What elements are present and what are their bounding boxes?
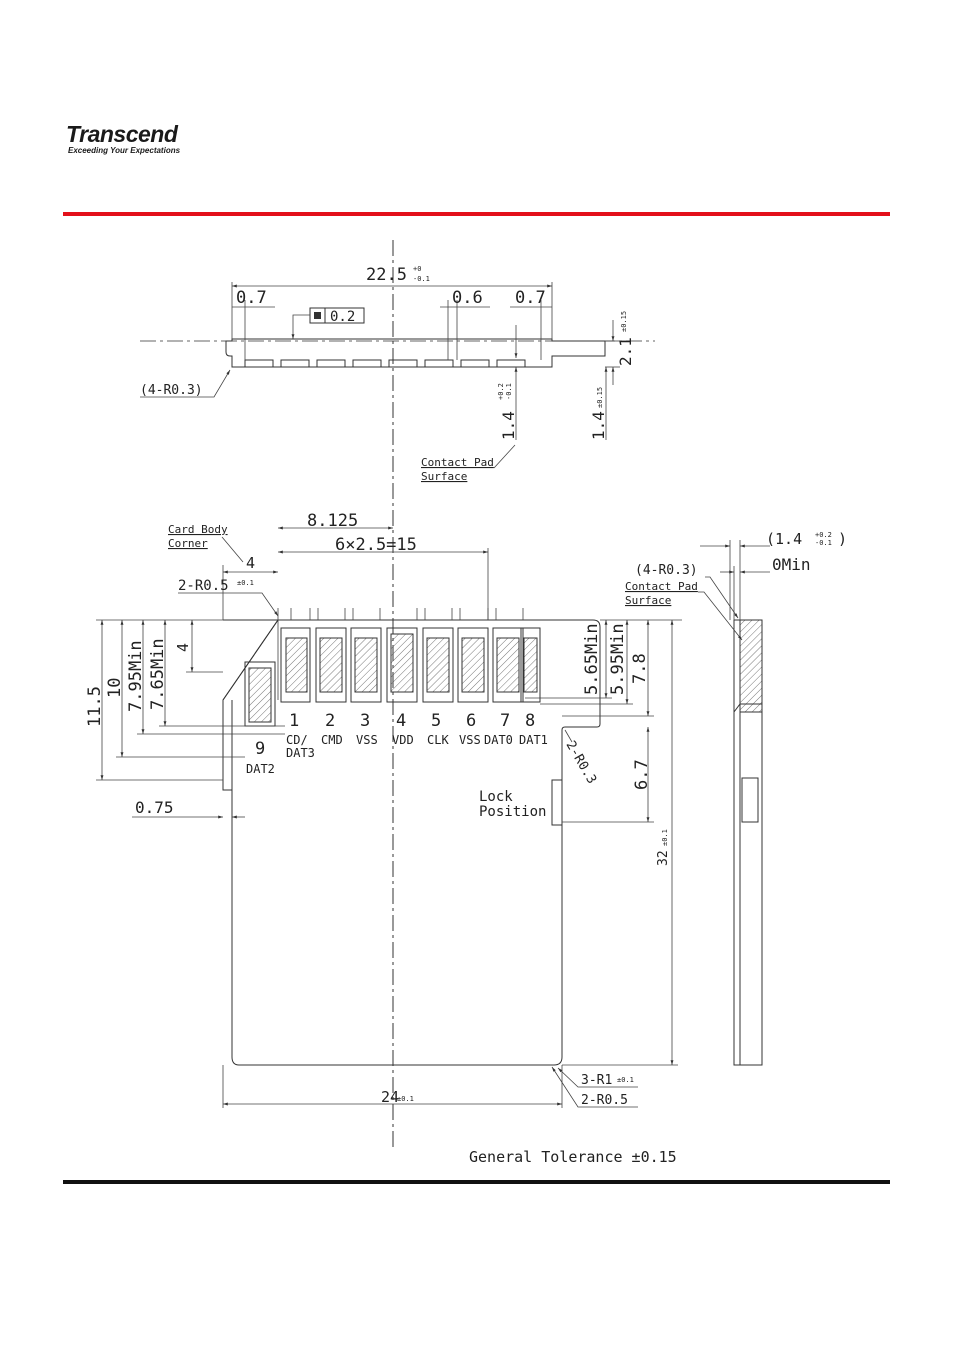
top-width-tol-upper: +0 [413,265,421,273]
dim-11-5: 11.5 [85,686,105,727]
pin-8-num: 8 [525,711,535,731]
side-depth-close: ) [838,530,847,548]
top-view: 22.5 +0 -0.1 0.7 0.6 0.7 0.2 2.1 ±0.15 (… [140,265,655,483]
dim-32-tol: ±0.1 [661,829,669,846]
lock-label-2: Position [479,804,546,820]
top-width-tol-lower: -0.1 [413,275,430,283]
notch-radius: 2-R0.3 [563,739,599,787]
contact-pad-label-side-2: Surface [625,594,671,607]
pin-pitch: 6×2.5=15 [335,535,417,555]
pin-5-num: 5 [431,711,441,731]
transcend-logo: Transcend Exceeding Your Expectations [66,122,180,156]
pin-6-num: 6 [466,711,476,731]
front-width-tol: ±0.1 [397,1095,414,1103]
top-pad-depth-a: 1.4 [499,411,518,440]
pin-3-num: 3 [360,711,370,731]
brand-tagline: Exceeding Your Expectations [68,146,181,155]
card-body-corner-2: Corner [168,537,208,550]
top-pad-depth-a-tol-upper: +0.2 [497,383,505,400]
dim-10: 10 [105,678,125,698]
header-rule [63,212,890,216]
contact-pad-label-top-2: Surface [421,470,467,483]
pin-7-num: 7 [500,711,510,731]
pin-offset: 8.125 [307,511,358,531]
pin-3-name: VSS [356,733,378,747]
bottom-radius-b: 2-R0.5 [581,1093,628,1108]
contact-pad-label-top-1: Contact Pad [421,456,494,469]
corner-radius-front: 2-R0.5 [178,578,229,594]
brand-name: Transcend [66,121,178,147]
front-view: 1 2 3 4 5 6 7 8 CD/ DAT3 CMD VSS VDD CLK… [85,511,682,1108]
corner-radius-front-tol: ±0.1 [237,579,254,587]
top-corner-radius: (4-R0.3) [140,383,203,398]
general-tolerance: General Tolerance ±0.15 [469,1148,677,1166]
side-corner-radius: (4-R0.3) [635,563,698,578]
top-gap-b: 0.7 [515,288,546,308]
pin-2-num: 2 [325,711,335,731]
top-width-label: 22.5 [366,265,407,285]
pin-1-name-2: DAT3 [286,746,315,760]
pin-8-name: DAT1 [519,733,548,747]
pin-4-name: VDD [392,733,414,747]
pin-5-name: CLK [427,733,449,747]
side-depth: (1.4 [766,530,802,548]
pin-6-name: VSS [459,733,481,747]
dim-7-95min: 7.95Min [126,640,146,712]
footer-rule [63,1180,890,1184]
side-view: (1.4 +0.2 -0.1 ) 0Min (4-R0.3) Contact P… [625,530,847,1066]
side-depth-tol-lower: -0.1 [815,539,832,547]
top-thickness-tol: ±0.15 [620,311,628,332]
top-pad-depth-a-tol-lower: -0.1 [505,383,513,400]
dim-6-7: 6.7 [632,759,652,790]
lock-label-1: Lock [479,789,513,805]
top-thickness: 2.1 [616,337,635,366]
bottom-radius-a-tol: ±0.1 [617,1076,634,1084]
side-min: 0Min [772,555,811,574]
pin-1-name: CD/ [286,733,308,747]
dim-7-65min: 7.65Min [148,638,168,710]
top-gap-a: 0.6 [452,288,483,308]
card-body-corner-1: Card Body [168,523,228,536]
pin-7-name: DAT0 [484,733,513,747]
pin-2-name: CMD [321,733,343,747]
flatness-value: 0.2 [330,309,355,325]
dim-4: 4 [174,643,192,652]
top-pad-depth-b-tol: ±0.15 [596,387,604,408]
dim-32: 32 [656,850,671,866]
top-pad-depth-b: 1.4 [589,411,608,440]
top-left-margin: 0.7 [236,288,267,308]
dim-7-8: 7.8 [630,653,650,684]
side-depth-tol-upper: +0.2 [815,531,832,539]
pin-9-name: DAT2 [246,762,275,776]
pin-1-num: 1 [289,711,299,731]
contact-pad-label-side-1: Contact Pad [625,580,698,593]
edge-offset: 0.75 [135,798,174,817]
dim-5-65min: 5.65Min [582,623,602,695]
pin-4-num: 4 [396,711,406,731]
pin-9-num: 9 [255,739,265,759]
bottom-radius-a: 3-R1 [581,1073,612,1088]
dim-5-95min: 5.95Min [608,623,628,695]
front-width: 24 [381,1088,399,1106]
corner-offset: 4 [246,554,255,572]
